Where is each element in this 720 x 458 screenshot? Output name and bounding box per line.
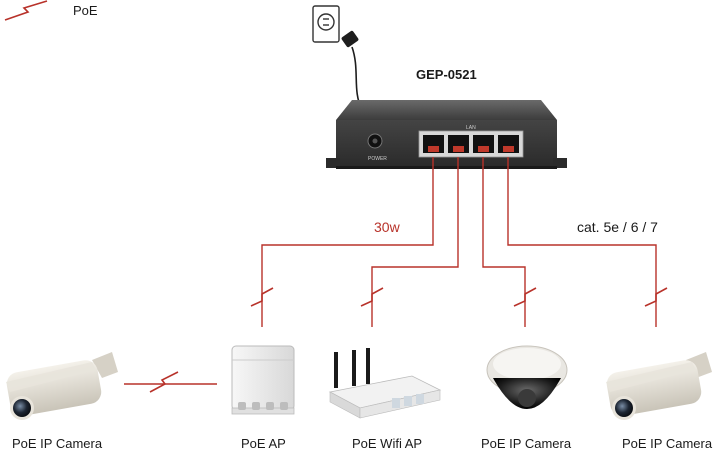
lightning-bolt-icon — [4, 0, 48, 21]
ip-camera-bullet-left — [6, 352, 118, 420]
cable-type-label: cat. 5e / 6 / 7 — [577, 219, 658, 235]
poe-switch — [326, 100, 567, 169]
poe-connection-lines — [124, 157, 657, 385]
access-point-outdoor — [231, 345, 295, 415]
device-label-ap: PoE AP — [241, 436, 286, 451]
poe-lightning-markers — [149, 287, 668, 393]
device-label-camera-1: PoE IP Camera — [12, 436, 103, 451]
power-outlet-icon — [312, 5, 340, 43]
device-label-camera-2: PoE IP Camera — [481, 436, 572, 451]
switch-model-title: GEP-0521 — [416, 67, 477, 82]
device-label-wifi-ap: PoE Wifi AP — [352, 436, 423, 451]
device-label-camera-3: PoE IP Camera — [622, 436, 713, 451]
wifi-access-point — [328, 348, 442, 419]
switch-power-label: POWER — [368, 156, 387, 162]
power-budget-label: 30w — [374, 219, 400, 235]
switch-lan-label: LAN — [466, 125, 476, 131]
ip-camera-bullet-right — [606, 352, 712, 420]
ip-camera-dome — [486, 345, 568, 409]
legend-label: PoE — [73, 3, 98, 18]
